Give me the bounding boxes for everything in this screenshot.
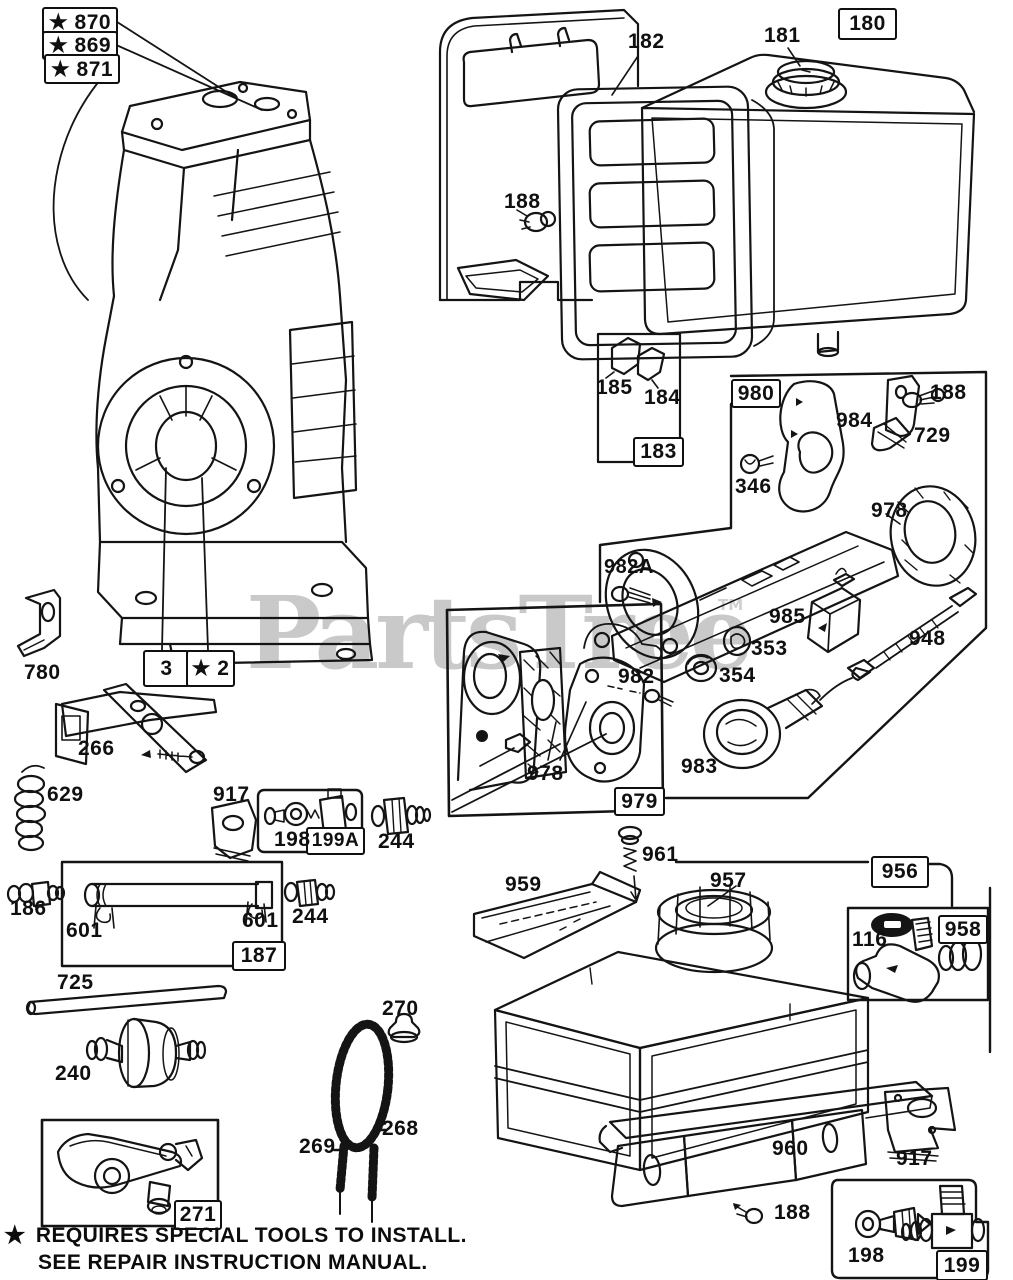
- watermark-tm: TM: [718, 596, 744, 614]
- part-callout-948: 948: [909, 627, 946, 650]
- part-callout-240: 240: [55, 1062, 92, 1085]
- part-callout-266: 266: [78, 737, 115, 760]
- part-callout-959: 959: [505, 873, 542, 896]
- part-callout-978: 978: [527, 762, 564, 785]
- part-callout-181: 181: [764, 24, 801, 47]
- part-callout-729: 729: [914, 424, 951, 447]
- part-callout-116: 116: [852, 928, 888, 951]
- part-callout-985: 985: [769, 605, 806, 628]
- part-callout-185: 185: [596, 376, 633, 399]
- part-callout-199A: 199A: [306, 827, 365, 855]
- part-callout-2: ★ 2: [186, 650, 235, 687]
- footnote: ★ REQUIRES SPECIAL TOOLS TO INSTALL. SEE…: [4, 1224, 467, 1275]
- fuel-tank-group-956: [472, 825, 992, 1225]
- part-callout-601: 601: [66, 919, 103, 942]
- part-callout-188: 188: [504, 190, 541, 213]
- part-callout-269: 269: [299, 1135, 336, 1158]
- part-callout-917: 917: [896, 1147, 933, 1170]
- part-callout-244: 244: [378, 830, 415, 853]
- part-callout-346: 346: [735, 475, 772, 498]
- part-callout-780: 780: [24, 661, 61, 684]
- part-callout-960: 960: [772, 1137, 809, 1160]
- part-callout-354: 354: [719, 664, 756, 687]
- bracket-and-fitting-box-199: [830, 1086, 990, 1280]
- upper-fuel-tank-drawing: [640, 47, 976, 358]
- part-callout-984: 984: [836, 409, 873, 432]
- part-callout-188: 188: [774, 1201, 811, 1224]
- part-callout-182: 182: [628, 30, 665, 53]
- part-callout-629: 629: [47, 783, 84, 806]
- footnote-line2: SEE REPAIR INSTRUCTION MANUAL.: [38, 1251, 428, 1274]
- part-callout-980: 980: [731, 379, 781, 408]
- part-callout-188: 188: [930, 381, 967, 404]
- carburetor-group-980: [598, 370, 988, 800]
- part-callout-871: ★ 871: [44, 54, 120, 84]
- part-callout-725: 725: [57, 971, 94, 994]
- part-callout-982: 982: [618, 665, 655, 688]
- part-callout-187: 187: [232, 941, 286, 971]
- part-callout-958: 958: [938, 915, 988, 944]
- part-callout-271: 271: [174, 1200, 222, 1230]
- footnote-star-icon: ★: [4, 1222, 26, 1249]
- part-callout-957: 957: [710, 869, 747, 892]
- part-callout-601: 601: [242, 909, 279, 932]
- footnote-line1: REQUIRES SPECIAL TOOLS TO INSTALL.: [35, 1224, 467, 1247]
- part-callout-3: 3: [143, 650, 190, 687]
- part-callout-270: 270: [382, 997, 419, 1020]
- part-callout-268: 268: [382, 1117, 419, 1140]
- part-callout-978: 978: [871, 499, 908, 522]
- part-callout-183: 183: [633, 437, 684, 467]
- part-callout-186: 186: [10, 897, 47, 920]
- part-callout-184: 184: [644, 386, 681, 409]
- part-callout-244: 244: [292, 905, 329, 928]
- part-callout-198: 198: [274, 828, 311, 851]
- air-cleaner-backplate-drawing: [438, 8, 640, 302]
- part-callout-983: 983: [681, 755, 718, 778]
- part-callout-979: 979: [614, 787, 665, 816]
- part-callout-353: 353: [751, 637, 788, 660]
- part-callout-199: 199: [936, 1250, 988, 1280]
- carburetor-detail-box-979: [445, 602, 674, 818]
- part-callout-956: 956: [871, 856, 929, 888]
- part-callout-982A: 982A: [604, 556, 654, 578]
- engine-crankcase-drawing: [52, 19, 374, 666]
- part-callout-180: 180: [838, 8, 897, 40]
- part-callout-961: 961: [642, 843, 679, 866]
- part-callout-917: 917: [213, 783, 250, 806]
- part-callout-198: 198: [848, 1244, 885, 1267]
